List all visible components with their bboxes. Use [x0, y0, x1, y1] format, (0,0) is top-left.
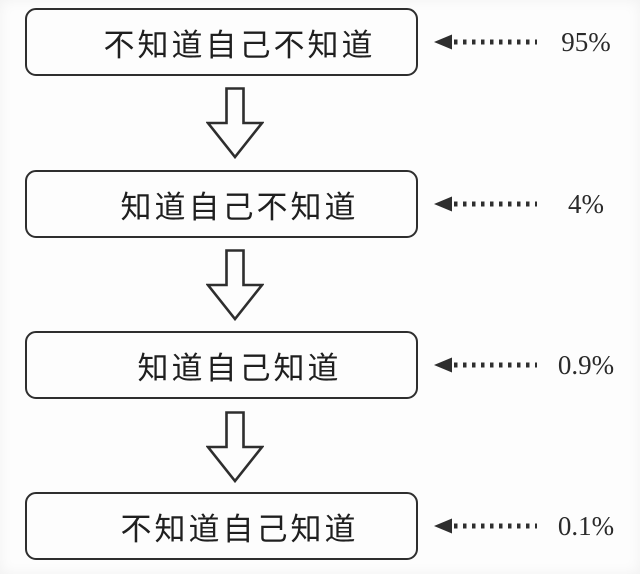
flow-box-2: 知道自己不知道 [25, 170, 418, 238]
flow-box-1-label: 不知道自己不知道 [103, 27, 376, 63]
flow-box-3: 知道自己知道 [25, 331, 418, 399]
down-arrow-icon [206, 249, 264, 321]
down-arrow-icon [206, 411, 264, 483]
dotted-arrow-left-icon [434, 518, 537, 534]
flow-box-1: 不知道自己不知道 [25, 8, 418, 76]
percent-label-3: 0.9% [557, 350, 615, 380]
dotted-arrow-left-icon [434, 196, 537, 212]
dotted-arrow-left-icon [434, 34, 537, 50]
percent-label-1: 95% [561, 27, 611, 57]
percent-label-4: 0.1% [557, 511, 615, 541]
dotted-arrow-left-icon [434, 357, 537, 373]
percent-label-2: 4% [568, 189, 604, 219]
flow-box-4: 不知道自己知道 [25, 492, 418, 560]
flow-box-3-label: 知道自己知道 [137, 350, 342, 386]
down-arrow-icon [206, 87, 264, 159]
flow-box-2-label: 知道自己不知道 [120, 189, 359, 225]
flow-box-4-label: 不知道自己知道 [120, 511, 359, 547]
